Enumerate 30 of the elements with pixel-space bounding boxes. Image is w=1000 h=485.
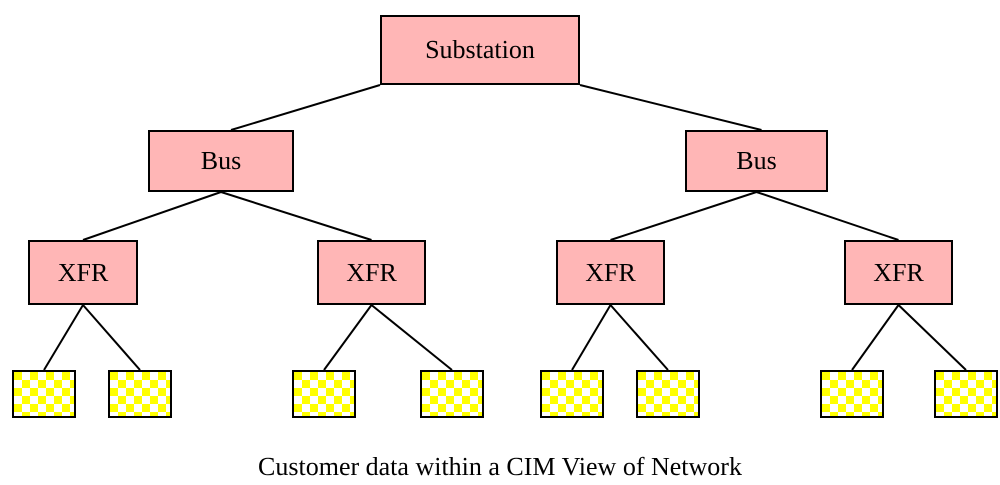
connector-line <box>571 304 612 370</box>
component-box: Bus <box>685 130 828 192</box>
connector-line <box>370 304 453 371</box>
customer-box <box>934 370 998 418</box>
connector-line <box>230 84 380 131</box>
connector-line <box>43 304 84 371</box>
customer-box <box>540 370 604 418</box>
connector-line <box>82 304 141 371</box>
customer-box <box>292 370 356 418</box>
customer-box <box>636 370 700 418</box>
component-box: Bus <box>148 130 294 192</box>
connector-line <box>898 304 967 371</box>
connector-line <box>323 304 372 371</box>
customer-box <box>12 370 76 418</box>
component-box: Substation <box>380 15 580 85</box>
customer-box <box>108 370 172 418</box>
component-box: XFR <box>844 240 953 305</box>
connector-line <box>82 191 222 241</box>
connector-line <box>851 304 900 371</box>
connector-line <box>610 191 757 241</box>
connector-line <box>610 304 669 371</box>
customer-box <box>820 370 884 418</box>
connector-line <box>580 84 762 131</box>
component-box: XFR <box>317 240 426 305</box>
customer-box <box>420 370 484 418</box>
component-box: XFR <box>28 240 138 305</box>
connector-line <box>220 191 372 241</box>
component-box: XFR <box>556 240 665 305</box>
caption: Customer data within a CIM View of Network <box>257 452 743 482</box>
connector-line <box>756 191 899 241</box>
